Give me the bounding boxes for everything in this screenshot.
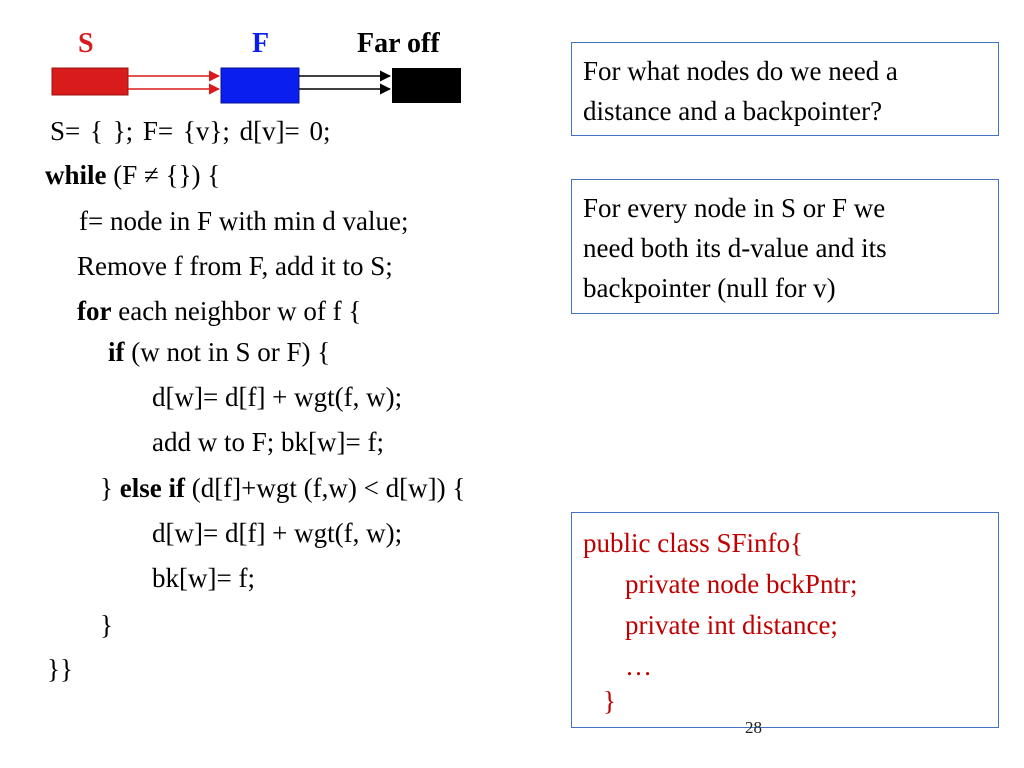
f-box <box>220 67 300 104</box>
while-keyword: while <box>45 160 107 190</box>
code-line-4: Remove f from F, add it to S; <box>77 251 393 281</box>
s-label: S <box>78 28 94 59</box>
java-line-1: public class SFinfo{ <box>583 528 803 558</box>
java-ellipsis: … <box>625 651 652 681</box>
code-line-5-rest: each neighbor w of f { <box>111 296 362 326</box>
code-line-2: while (F ≠ {}) { <box>45 160 220 190</box>
question-callout: For what nodes do we need a distance and… <box>571 42 999 136</box>
code-line-9-pre: } <box>100 473 120 503</box>
faroff-box <box>392 68 461 103</box>
code-line-9-rest: (d[f]+wgt (f,w) < d[w]) { <box>184 473 466 503</box>
f-label: F <box>252 28 270 59</box>
code-line-13: }} <box>47 654 73 684</box>
code-line-8: add w to F; bk[w]= f; <box>152 427 384 457</box>
java-close-brace: } <box>603 686 616 716</box>
code-line-10: d[w]= d[f] + wgt(f, w); <box>152 518 403 548</box>
java-line-2: private node bckPntr; <box>625 569 858 599</box>
code-line-12: } <box>100 610 113 640</box>
s-box <box>51 67 129 96</box>
java-line-3: private int distance; <box>625 610 838 640</box>
answer-line-3: backpointer (null for v) <box>583 273 836 303</box>
set-diagram <box>51 67 461 104</box>
answer-line-1: For every node in S or F we <box>583 193 886 223</box>
if-keyword: if <box>108 337 125 367</box>
code-line-9: } else if (d[f]+wgt (f,w) < d[w]) { <box>100 473 465 503</box>
code-line-6-rest: (w not in S or F) { <box>124 337 331 367</box>
answer-line-2: need both its d-value and its <box>583 233 887 263</box>
code-line-5: for each neighbor w of f { <box>77 296 361 326</box>
code-line-6: if (w not in S or F) { <box>108 337 330 367</box>
code-line-3: f= node in F with min d value; <box>79 206 409 236</box>
answer-callout: For every node in S or F we need both it… <box>571 179 999 314</box>
code-line-7: d[w]= d[f] + wgt(f, w); <box>152 382 403 412</box>
code-line-1: S= { }; F= {v}; d[v]= 0; <box>50 116 331 146</box>
faroff-label: Far off <box>357 28 440 59</box>
java-class-callout: public class SFinfo{ private node bckPnt… <box>571 512 999 728</box>
else-if-keyword: else if <box>119 473 185 503</box>
code-line-11: bk[w]= f; <box>152 563 255 593</box>
question-line-2: distance and a backpointer? <box>583 96 883 126</box>
page-number: 28 <box>745 718 762 737</box>
question-line-1: For what nodes do we need a <box>583 56 898 86</box>
for-keyword: for <box>77 296 112 326</box>
code-line-2-rest: (F ≠ {}) { <box>106 160 221 190</box>
